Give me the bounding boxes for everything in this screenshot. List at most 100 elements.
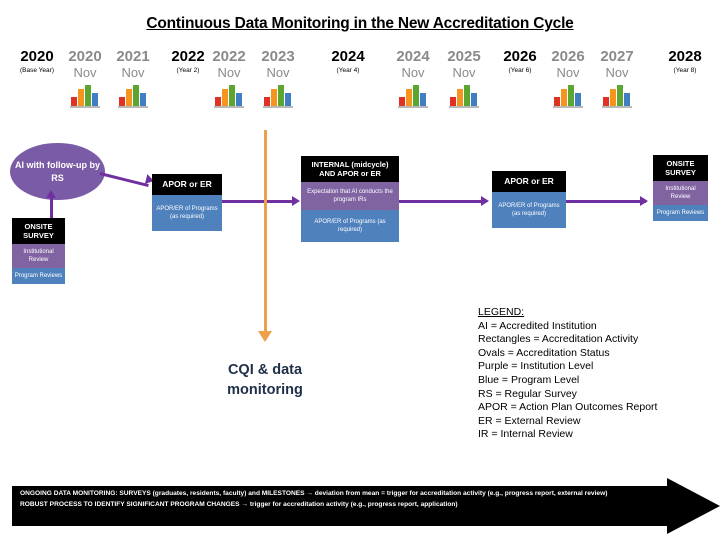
legend-entry: IR = Internal Review — [478, 428, 573, 441]
timeline-year-label: 2022 — [171, 48, 205, 65]
bottom-banner-arrow: ONGOING DATA MONITORING: SURVEYS (gradua… — [12, 478, 720, 540]
timeline-month-label: Nov — [452, 65, 476, 80]
bar-chart-icon — [212, 84, 246, 108]
status-oval-ai-with-followup: AI with follow-up by RS — [10, 143, 105, 200]
timeline-year-label: 2027 — [600, 48, 634, 65]
arrow-onsite-to-oval-head — [46, 190, 56, 198]
onsite-survey-right-institutional-band: Institutional Review — [653, 181, 708, 205]
internal-midcycle-year4-institutional-band: Expectation that AI conducts the program… — [301, 182, 399, 210]
bottom-banner-arrowhead — [667, 478, 720, 534]
timeline-column: 2024 (Year 4) — [321, 48, 375, 77]
internal-midcycle-year4-header: INTERNAL (midcycle) AND APOR or ER — [301, 156, 399, 182]
legend-entry: Ovals = Accreditation Status — [478, 346, 610, 359]
arrow-oval-to-apor-year2 — [99, 172, 149, 187]
timeline-year-label: 2025 — [447, 48, 481, 65]
timeline-year-note: (Year 2) — [176, 67, 200, 74]
legend-entry: APOR = Action Plan Outcomes Report — [478, 401, 658, 414]
timeline-month-label: Nov — [121, 65, 145, 80]
arrow-onsite-to-oval-line — [50, 196, 53, 220]
bar-chart-icon — [116, 84, 150, 108]
cqi-arrow-line — [264, 130, 267, 333]
arrow-apor-year2-to-internal-line — [222, 200, 294, 203]
legend-title: LEGEND: — [478, 306, 525, 318]
apor-er-year6-header: APOR or ER — [492, 171, 566, 192]
timeline-month-label: Nov — [266, 65, 290, 80]
cqi-arrow-head — [258, 331, 272, 342]
legend-entry: AI = Accredited Institution — [478, 319, 597, 332]
bar-chart-icon — [447, 84, 481, 108]
legend-entry: RS = Regular Survey — [478, 387, 577, 400]
internal-midcycle-year4-box: INTERNAL (midcycle) AND APOR or ER Expec… — [301, 156, 399, 242]
timeline-year-label: 2024 — [331, 48, 365, 65]
apor-er-year2-box: APOR or ER APOR/ER of Programs (as requi… — [152, 174, 222, 231]
arrow-internal-to-apor-year6-line — [399, 200, 485, 203]
onsite-survey-right-program-band: Program Reviews — [653, 205, 708, 221]
arrow-internal-to-apor-year6-head — [481, 196, 489, 206]
timeline-year-note: (Year 4) — [336, 67, 360, 74]
timeline-year-label: 2026 — [503, 48, 537, 65]
timeline-year-label: 2026 — [551, 48, 585, 65]
onsite-survey-left-box: ONSITE SURVEY Institutional Review Progr… — [12, 218, 65, 284]
arrow-apor-year6-to-onsite-line — [566, 200, 646, 203]
apor-er-year6-program-band: APOR/ER of Programs (as required) — [492, 192, 566, 228]
bar-chart-icon — [600, 84, 634, 108]
timeline-year-label: 2023 — [261, 48, 295, 65]
apor-er-year2-header: APOR or ER — [152, 174, 222, 195]
bar-chart-icon — [551, 84, 585, 108]
bar-chart-icon — [261, 84, 295, 108]
legend-entry: ER = External Review — [478, 414, 581, 427]
bottom-banner-line2: ROBUST PROCESS TO IDENTIFY SIGNIFICANT P… — [20, 501, 458, 508]
timeline-year-label: 2020 — [68, 48, 102, 65]
apor-er-year2-program-band: APOR/ER of Programs (as required) — [152, 195, 222, 231]
timeline-year-label: 2024 — [396, 48, 430, 65]
bar-chart-icon — [396, 84, 430, 108]
timeline-year-note: (Year 6) — [508, 67, 532, 74]
cqi-label: CQI & data monitoring — [175, 360, 355, 400]
onsite-survey-right-header: ONSITE SURVEY — [653, 155, 708, 181]
bottom-banner-text: ONGOING DATA MONITORING: SURVEYS (gradua… — [20, 488, 670, 510]
legend-entry: Purple = Institution Level — [478, 360, 594, 373]
internal-midcycle-year4-program-band: APOR/ER of Programs (as required) — [301, 210, 399, 242]
status-oval-label: AI with follow-up by RS — [15, 159, 100, 183]
timeline-column: 2026 (Year 6) — [493, 48, 547, 77]
onsite-survey-left-header: ONSITE SURVEY — [12, 218, 65, 244]
timeline-month-label: Nov — [217, 65, 241, 80]
timeline-year-label: 2028 — [668, 48, 702, 65]
timeline-month-label: Nov — [556, 65, 580, 80]
legend-entry: Rectangles = Accreditation Activity — [478, 333, 639, 346]
bottom-banner-line1: ONGOING DATA MONITORING: SURVEYS (gradua… — [20, 490, 608, 497]
bottom-banner-body — [12, 486, 672, 526]
onsite-survey-left-institutional-band: Institutional Review — [12, 244, 65, 268]
cqi-label-line1: CQI & data — [227, 362, 303, 378]
arrow-apor-year6-to-onsite-head — [640, 196, 648, 206]
onsite-survey-right-box: ONSITE SURVEY Institutional Review Progr… — [653, 155, 708, 221]
arrow-apor-year2-to-internal-head — [292, 196, 300, 206]
timeline-column: 2028 (Year 8) — [658, 48, 712, 77]
timeline-year-label: 2020 — [20, 48, 54, 65]
cqi-label-line2: monitoring — [227, 382, 303, 398]
timeline-year-label: 2021 — [116, 48, 150, 65]
timeline-year-note: (Year 8) — [673, 67, 697, 74]
bar-chart-icon — [68, 84, 102, 108]
legend-entry: Blue = Program Level — [478, 373, 580, 386]
timeline-month-label: Nov — [401, 65, 425, 80]
timeline-column: 2020 (Base Year) — [10, 48, 64, 77]
timeline-column: 2022 (Year 2) — [161, 48, 215, 77]
apor-er-year6-box: APOR or ER APOR/ER of Programs (as requi… — [492, 171, 566, 228]
timeline-year-label: 2022 — [212, 48, 246, 65]
page-title: Continuous Data Monitoring in the New Ac… — [146, 15, 574, 32]
timeline-month-label: Nov — [605, 65, 629, 80]
timeline-month-label: Nov — [73, 65, 97, 80]
timeline-year-note: (Base Year) — [20, 67, 54, 74]
